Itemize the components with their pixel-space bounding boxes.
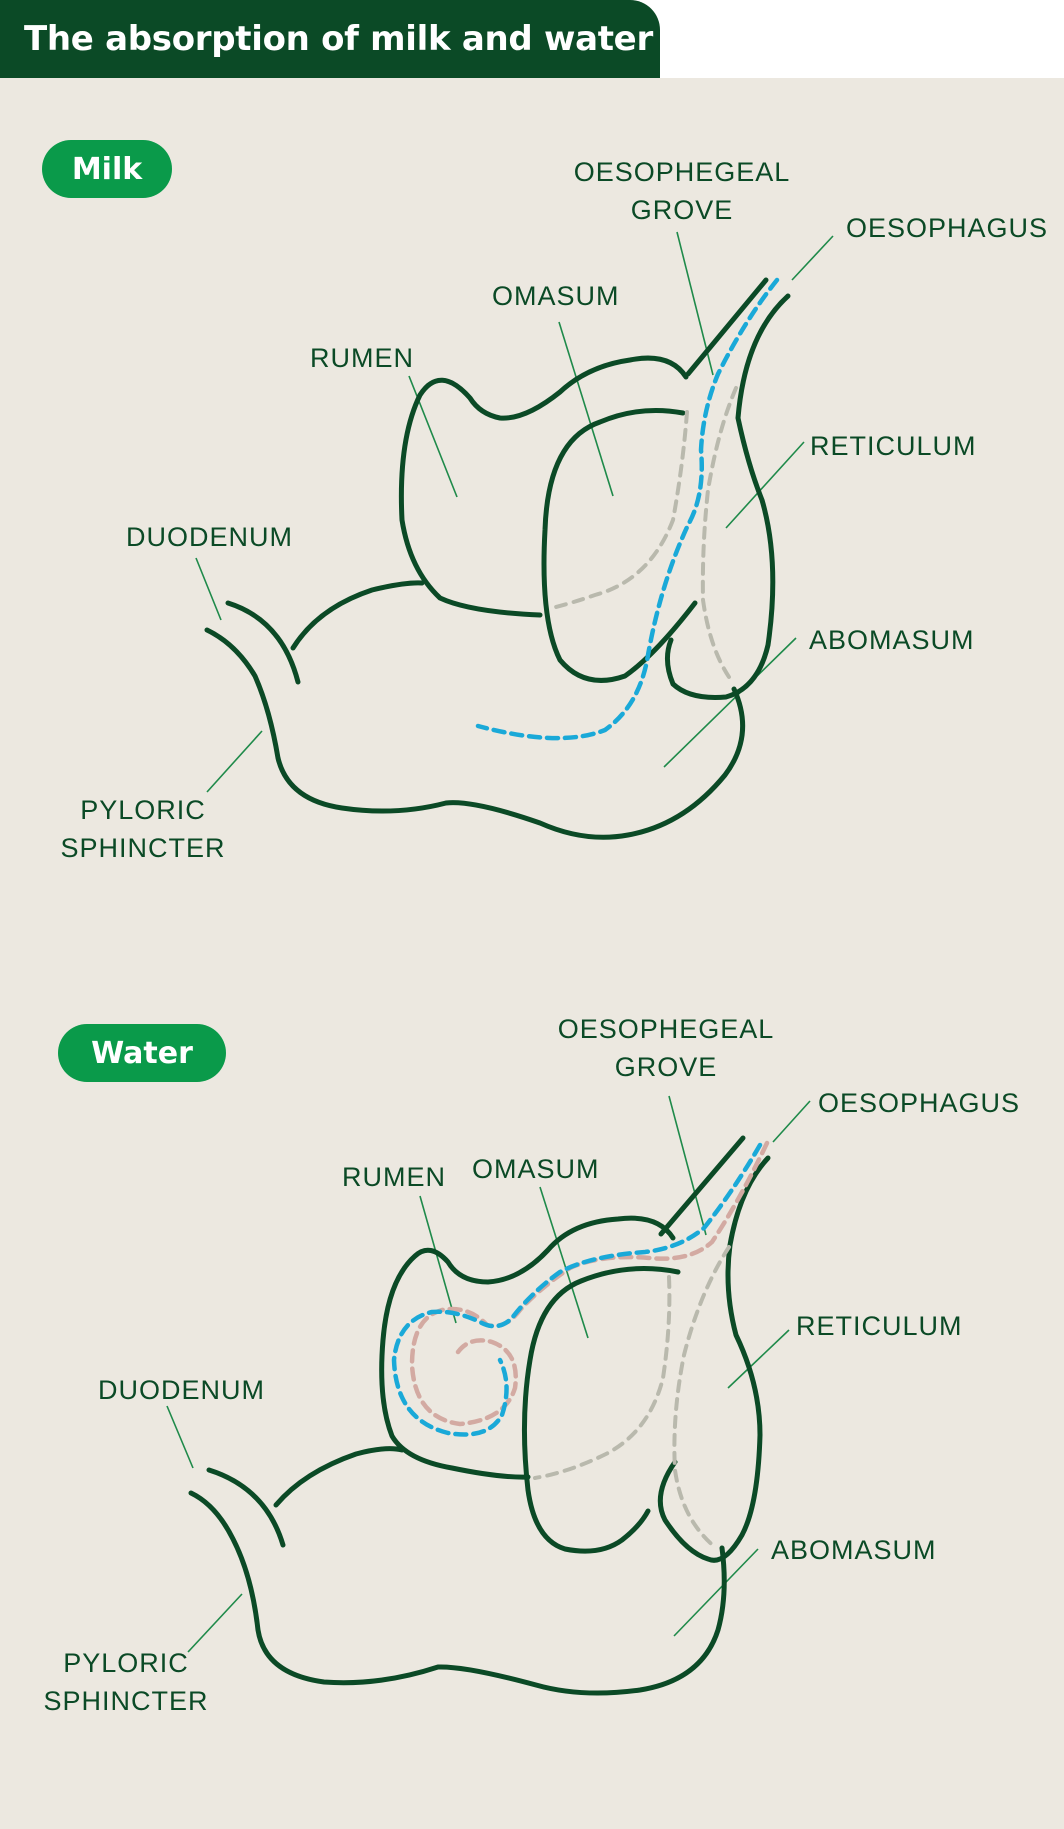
page-title: The absorption of milk and water: [24, 19, 653, 59]
water-labels: OESOPHEGEAL GROVE OESOPHAGUS OMASUM RUME…: [43, 1014, 1020, 1716]
water-badge: Water: [58, 1024, 226, 1082]
water-label-oesophagus: OESOPHAGUS: [818, 1088, 1020, 1118]
milk-organ-outlines: [204, 277, 791, 840]
water-leader-lines: [166, 1095, 811, 1653]
milk-badge: Milk: [42, 140, 172, 198]
milk-label-abomasum: ABOMASUM: [809, 625, 975, 655]
milk-label-oesophegeal-grove-1: OESOPHEGEAL: [574, 157, 791, 187]
milk-labels: OESOPHEGEAL GROVE OESOPHAGUS OMASUM RUME…: [60, 157, 1048, 863]
water-label-abomasum: ABOMASUM: [771, 1535, 937, 1565]
milk-label-oesophagus: OESOPHAGUS: [846, 213, 1048, 243]
milk-label-omasum: OMASUM: [492, 281, 620, 311]
water-label-rumen: RUMEN: [342, 1162, 446, 1192]
water-organ-outlines: [188, 1135, 771, 1696]
milk-food-path: [550, 386, 738, 682]
milk-label-reticulum: RETICULUM: [810, 431, 977, 461]
water-label-oesophegeal-grove-1: OESOPHEGEAL: [558, 1014, 775, 1044]
milk-label-pyloric-2: SPHINCTER: [60, 833, 225, 863]
title-banner: The absorption of milk and water: [0, 0, 660, 78]
milk-diagram: OESOPHEGEAL GROVE OESOPHAGUS OMASUM RUME…: [60, 157, 1048, 863]
milk-label-duodenum: DUODENUM: [126, 522, 293, 552]
milk-flow-path: [475, 277, 780, 741]
water-label-pyloric-2: SPHINCTER: [43, 1686, 208, 1716]
water-label-oesophegeal-grove-2: GROVE: [615, 1052, 718, 1082]
milk-label-rumen: RUMEN: [310, 343, 414, 373]
water-flow-path-blue: [391, 1142, 763, 1437]
water-label-omasum: OMASUM: [472, 1154, 600, 1184]
water-diagram: OESOPHEGEAL GROVE OESOPHAGUS OMASUM RUME…: [43, 1014, 1020, 1716]
water-label-pyloric-1: PYLORIC: [63, 1648, 189, 1678]
diagram-panel: [0, 78, 1064, 1829]
milk-label-oesophegeal-grove-2: GROVE: [631, 195, 734, 225]
milk-label-pyloric-1: PYLORIC: [80, 795, 206, 825]
water-flow-path-pink: [409, 1140, 770, 1427]
water-label-reticulum: RETICULUM: [796, 1311, 963, 1341]
water-label-duodenum: DUODENUM: [98, 1375, 265, 1405]
water-food-path: [533, 1245, 731, 1550]
